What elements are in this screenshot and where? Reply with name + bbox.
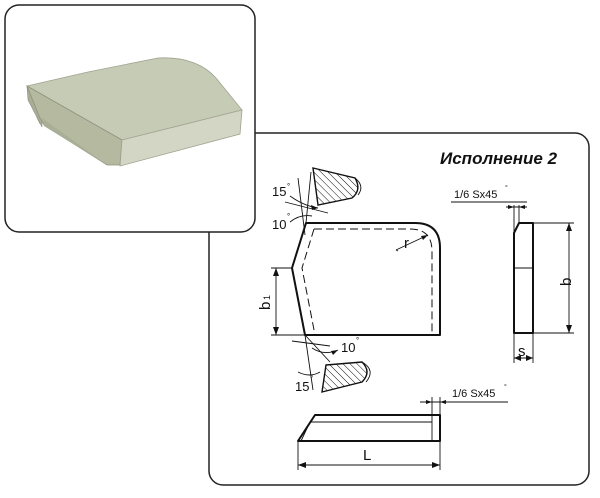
plan-view: r bbox=[291, 222, 441, 336]
b1-dimension: b 1 bbox=[257, 267, 305, 336]
bottom-view: L 1/6 Sx45 ° bbox=[297, 383, 508, 470]
degree-mark: ° bbox=[287, 212, 290, 221]
lower-section bbox=[321, 361, 371, 393]
chamfer-bottom-label: 1/6 Sx45 bbox=[452, 388, 495, 400]
chamfer-top-label: 1/6 Sx45 bbox=[454, 189, 497, 201]
s-label: s bbox=[518, 343, 526, 360]
b1-subscript: 1 bbox=[262, 295, 272, 300]
lower-angle-dims: 10 ° 15 ° bbox=[291, 334, 359, 394]
radius-label: r bbox=[404, 235, 409, 252]
degree-mark: ° bbox=[504, 383, 507, 391]
degree-mark: ° bbox=[310, 374, 313, 383]
angle-15-bottom: 15 bbox=[295, 379, 309, 394]
insert-3d-render bbox=[25, 57, 243, 167]
angle-15-top: 15 bbox=[272, 184, 286, 199]
L-label: L bbox=[363, 447, 371, 464]
drawing-frame bbox=[208, 132, 590, 486]
side-view: b s 1/6 Sx45 ° bbox=[451, 184, 575, 363]
b-label: b bbox=[558, 278, 575, 286]
b1-label: b bbox=[257, 302, 274, 310]
degree-mark: ° bbox=[287, 182, 290, 191]
angle-10-top: 10 bbox=[272, 217, 286, 232]
degree-mark: ° bbox=[505, 184, 508, 192]
degree-mark: ° bbox=[356, 336, 359, 345]
angle-10-bottom: 10 bbox=[341, 340, 355, 355]
upper-section bbox=[312, 167, 362, 206]
upper-angle-dims: 15 ° 10 ° bbox=[272, 171, 329, 236]
title: Исполнение 2 bbox=[440, 149, 558, 168]
